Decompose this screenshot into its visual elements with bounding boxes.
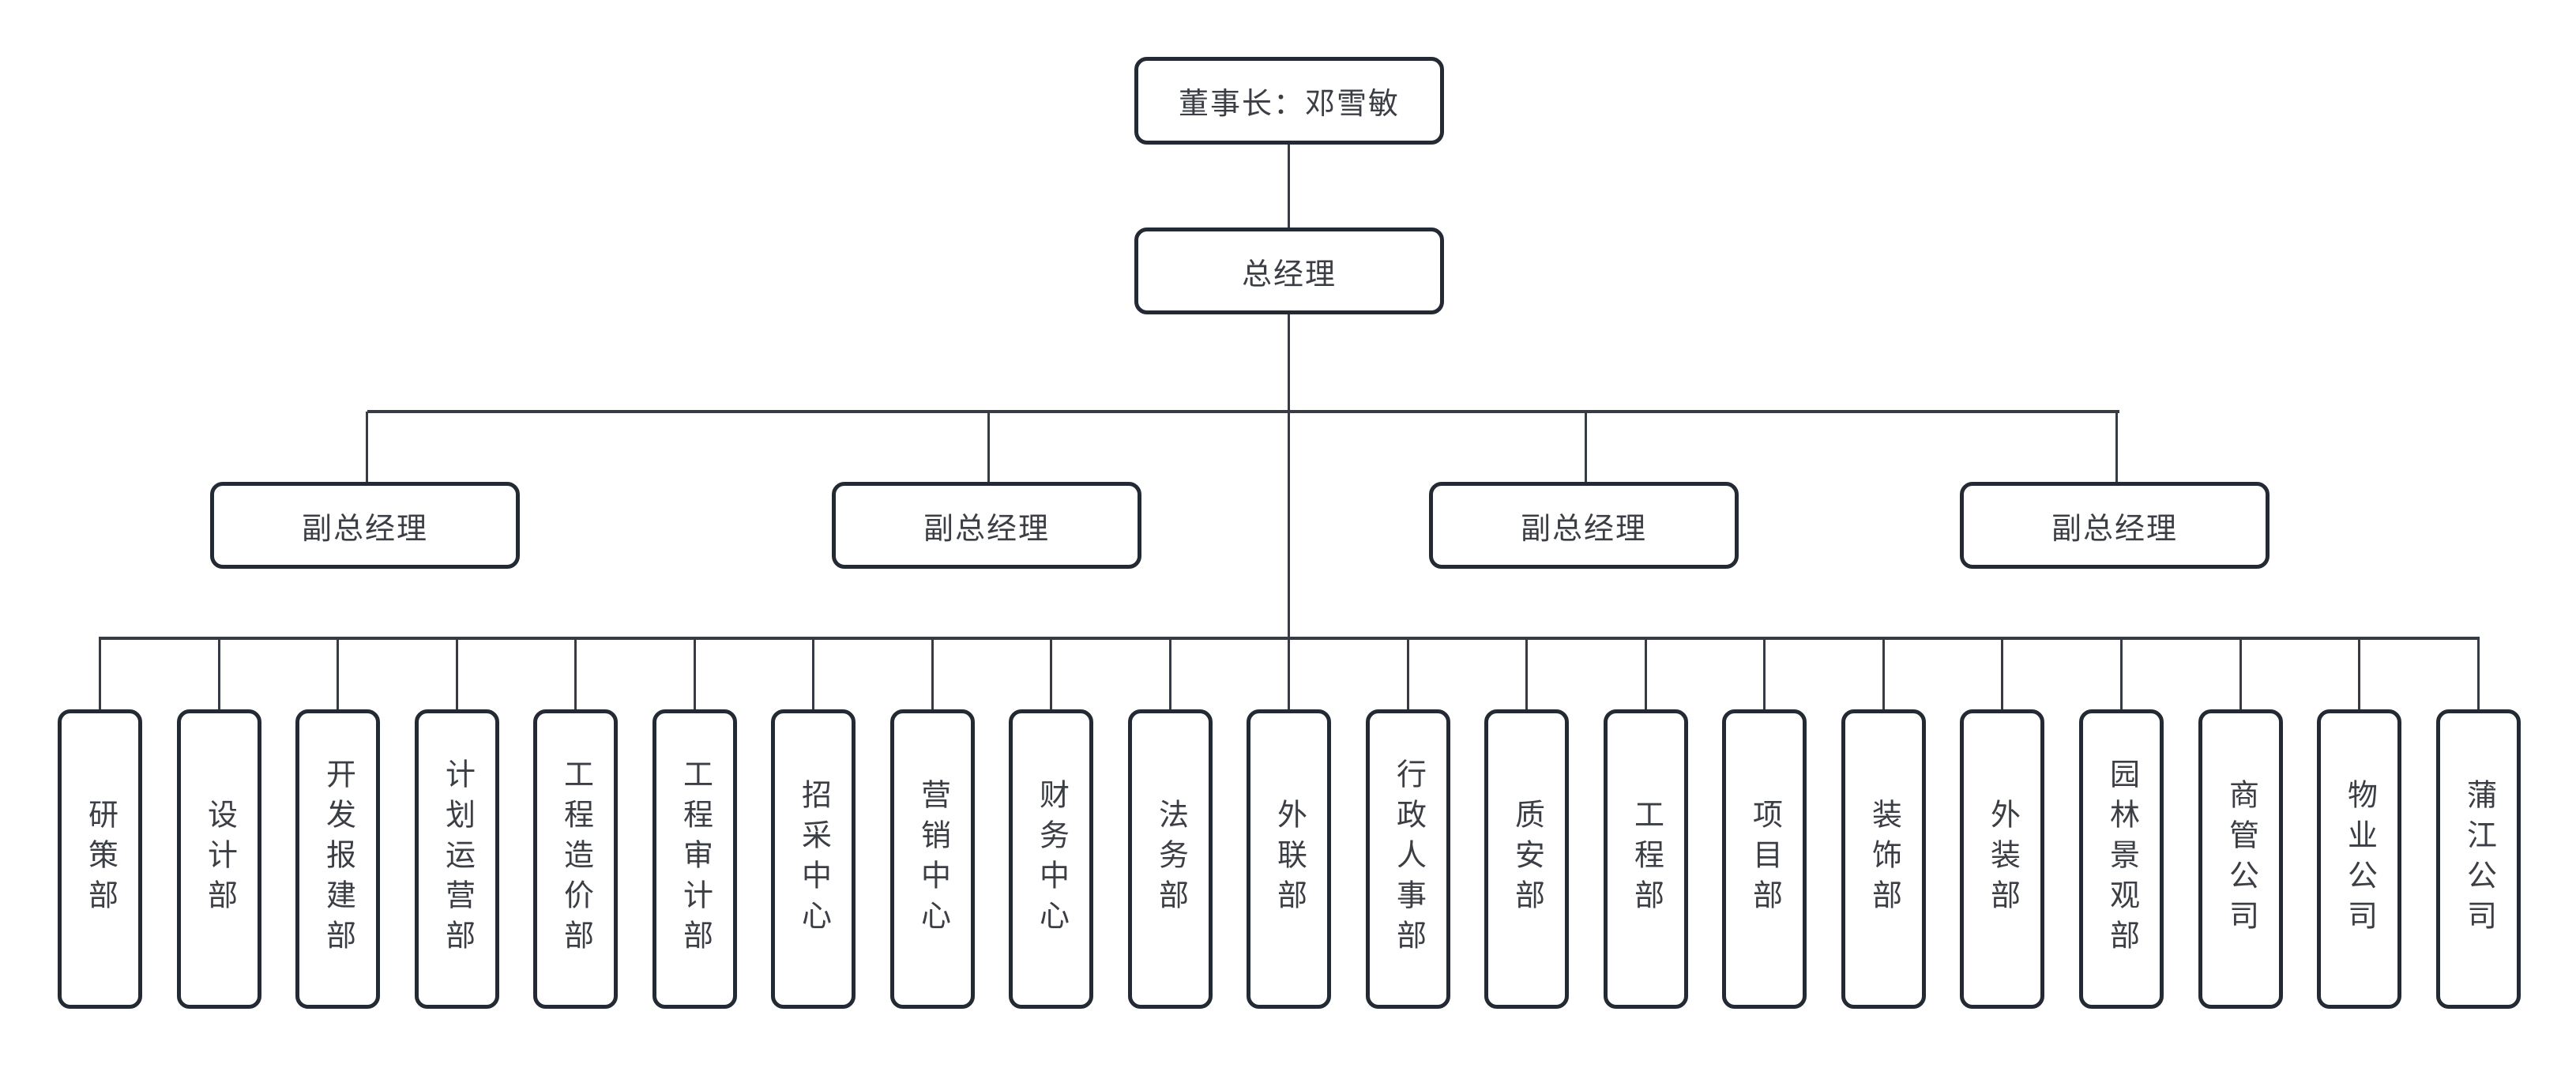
dept-item: 物业公司 [2317, 637, 2401, 1009]
node-department: 法务部 [1128, 709, 1213, 1009]
dept-item: 设计部 [177, 637, 261, 1009]
dept-item: 行政人事部 [1366, 637, 1450, 1009]
node-department: 开发报建部 [295, 709, 380, 1009]
connector-drop [1763, 637, 1766, 709]
connector-drop [337, 637, 339, 709]
connector-rail-deputies [367, 410, 2119, 413]
connector-drop [1882, 637, 1885, 709]
node-deputy-gm: 副总经理 [1960, 482, 2270, 569]
node-department: 项目部 [1722, 709, 1807, 1009]
connector-drop [2477, 637, 2480, 709]
node-department: 质安部 [1484, 709, 1569, 1009]
node-deputy-gm: 副总经理 [1429, 482, 1739, 569]
dept-item: 工程审计部 [652, 637, 737, 1009]
node-department: 研策部 [58, 709, 142, 1009]
dept-item: 项目部 [1722, 637, 1807, 1009]
connector-drop [2120, 637, 2123, 709]
connector-chairman-gm [1288, 145, 1290, 228]
connector-drop [2358, 637, 2360, 709]
dept-item: 质安部 [1484, 637, 1569, 1009]
node-department: 工程部 [1604, 709, 1688, 1009]
node-department: 招采中心 [771, 709, 856, 1009]
node-department: 财务中心 [1009, 709, 1093, 1009]
connector-drop-deputy [1585, 412, 1587, 484]
node-department: 商管公司 [2198, 709, 2283, 1009]
connector-drop [218, 637, 220, 709]
connector-drop [1169, 637, 1171, 709]
dept-item: 法务部 [1128, 637, 1213, 1009]
connector-drop [2239, 637, 2242, 709]
dept-item: 蒲江公司 [2436, 637, 2521, 1009]
node-department: 营销中心 [890, 709, 975, 1009]
node-deputy-gm: 副总经理 [832, 482, 1141, 569]
connector-drop [812, 637, 814, 709]
node-department: 计划运营部 [415, 709, 499, 1009]
connector-drop-deputy [2115, 412, 2118, 484]
node-department: 蒲江公司 [2436, 709, 2521, 1009]
connector-drop [2001, 637, 2003, 709]
dept-item: 商管公司 [2198, 637, 2283, 1009]
node-deputy-gm: 副总经理 [210, 482, 520, 569]
connector-drop [1645, 637, 1647, 709]
node-chairman: 董事长：邓雪敏 [1134, 57, 1444, 145]
dept-item: 财务中心 [1009, 637, 1093, 1009]
dept-item: 研策部 [58, 637, 142, 1009]
node-department: 外装部 [1960, 709, 2044, 1009]
node-department: 工程造价部 [533, 709, 618, 1009]
connector-drop [1288, 637, 1290, 709]
dept-item: 工程造价部 [533, 637, 618, 1009]
dept-item: 外联部 [1247, 637, 1331, 1009]
node-department: 行政人事部 [1366, 709, 1450, 1009]
node-department: 装饰部 [1841, 709, 1926, 1009]
dept-item: 营销中心 [890, 637, 975, 1009]
connector-drop [574, 637, 577, 709]
connector-drop [456, 637, 458, 709]
node-department: 物业公司 [2317, 709, 2401, 1009]
connector-drop [931, 637, 934, 709]
connector-drop-deputy [987, 412, 990, 484]
dept-item: 园林景观部 [2079, 637, 2164, 1009]
node-department: 园林景观部 [2079, 709, 2164, 1009]
connector-drop-deputy [366, 412, 368, 484]
connector-drop [1407, 637, 1409, 709]
connector-drop [1050, 637, 1052, 709]
dept-item: 外装部 [1960, 637, 2044, 1009]
connector-drop [99, 637, 101, 709]
dept-item: 计划运营部 [415, 637, 499, 1009]
dept-item: 招采中心 [771, 637, 856, 1009]
node-department: 设计部 [177, 709, 261, 1009]
node-department: 外联部 [1247, 709, 1331, 1009]
node-general-manager: 总经理 [1134, 228, 1444, 314]
connector-drop [694, 637, 696, 709]
connector-drop [1525, 637, 1528, 709]
dept-item: 装饰部 [1841, 637, 1926, 1009]
dept-item: 工程部 [1604, 637, 1688, 1009]
node-department: 工程审计部 [652, 709, 737, 1009]
connector-gm-spine [1288, 314, 1290, 640]
dept-item: 开发报建部 [295, 637, 380, 1009]
